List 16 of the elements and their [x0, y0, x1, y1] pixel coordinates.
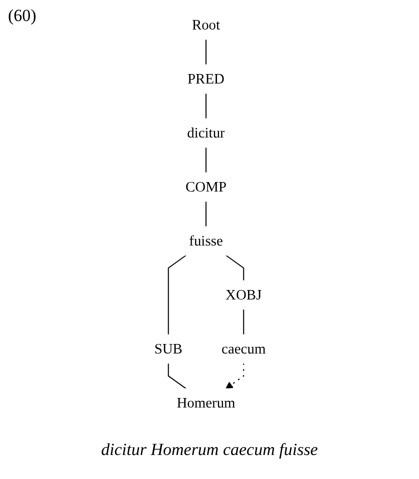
node-text: PRED — [188, 70, 224, 87]
arrow — [226, 363, 244, 390]
node-text: COMP — [186, 178, 226, 195]
node-text: XOBJ — [226, 286, 262, 303]
connector — [243, 309, 244, 335]
example-number: (60) — [8, 6, 36, 26]
caption: dicitur Homerum caecum fuisse — [100, 440, 319, 460]
connector — [168, 254, 186, 335]
node-text: caecum — [222, 340, 266, 357]
node-text: Root — [192, 16, 220, 33]
connector — [168, 363, 186, 390]
node-text: dicitur — [187, 124, 225, 141]
connector — [226, 254, 244, 281]
node-text: Homerum — [176, 394, 236, 411]
node-text: SUB — [154, 340, 182, 357]
node-text: fuisse — [189, 232, 223, 249]
